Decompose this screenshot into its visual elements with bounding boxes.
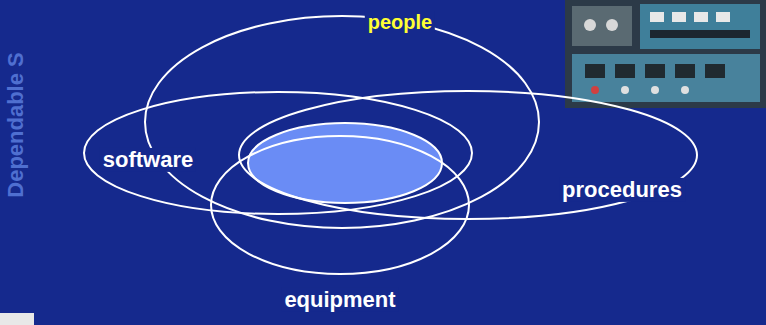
software-set: software [83, 91, 473, 215]
people-set: people [144, 15, 540, 229]
set-ellipse [211, 136, 469, 274]
equipment-set: equipment [210, 135, 470, 275]
vertical-title: Dependable S [4, 52, 28, 197]
set-outline [144, 15, 540, 229]
set-label: equipment [281, 288, 398, 312]
set-ellipse [84, 92, 472, 214]
set-ellipse [145, 16, 539, 228]
set-outline [210, 135, 470, 275]
control-panel-photo [565, 0, 766, 108]
set-label: software [100, 148, 196, 172]
set-label: procedures [559, 178, 685, 202]
logo [0, 313, 34, 325]
set-label: people [365, 11, 435, 33]
